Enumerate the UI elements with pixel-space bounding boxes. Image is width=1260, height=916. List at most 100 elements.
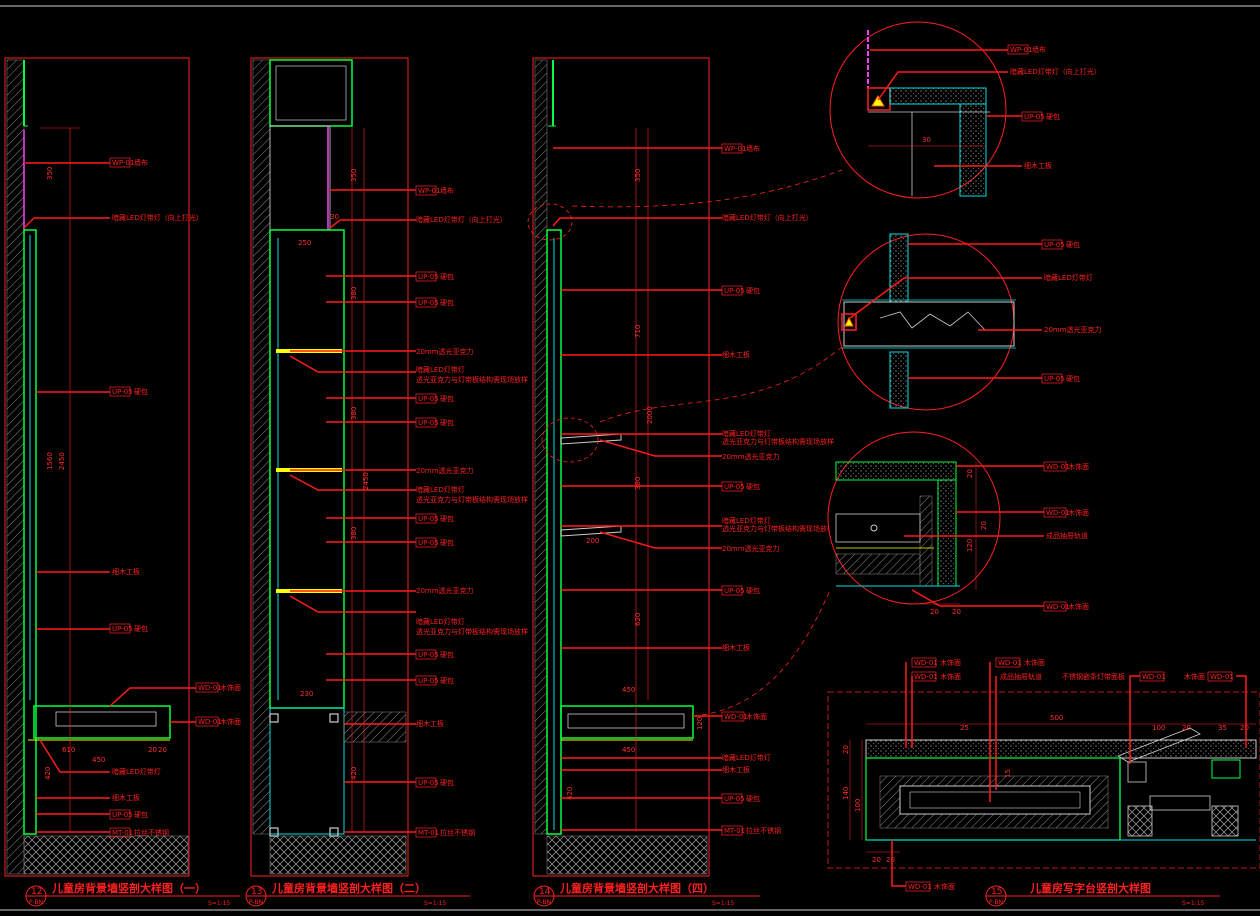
material-tag: WD-01 bbox=[1046, 463, 1070, 471]
callout-label: 木饰面 bbox=[1068, 462, 1089, 471]
panel-13-title: 13 P-BN 儿童房背景墙竖剖大样图（二） S=1:15 bbox=[245, 881, 470, 907]
callout-label: 木饰面 bbox=[220, 717, 241, 726]
callout-label: 墙布 bbox=[440, 186, 454, 195]
material-tag: UP-05 bbox=[724, 587, 745, 595]
material-tag: UP-05 bbox=[418, 419, 439, 427]
callout-label: 细木工板 bbox=[722, 350, 750, 359]
material-tag: MT-01 bbox=[418, 829, 439, 837]
panel-12-title: 12 P-BN 儿童房背景墙竖剖大样图（一） S=1:15 bbox=[25, 881, 240, 907]
dim: 20 bbox=[1240, 724, 1249, 732]
material-tag: WD-01 bbox=[1046, 603, 1070, 611]
dim: 230 bbox=[300, 690, 313, 698]
callout-label: 硬包 bbox=[440, 272, 454, 281]
callout-label: 硬包 bbox=[746, 482, 760, 491]
material-tag: UP-05 bbox=[418, 515, 439, 523]
material-tag: UP-05 bbox=[112, 388, 133, 396]
callout-label: 成品抽屉轨道 bbox=[1046, 531, 1088, 540]
dim: 20 bbox=[872, 856, 881, 864]
panel-12-dims: 350 1560 2450 610 450 20 20 420 bbox=[44, 167, 167, 780]
dim: 30 bbox=[330, 213, 339, 221]
dim: 380 bbox=[350, 527, 358, 540]
detail-number: 15 bbox=[991, 887, 1002, 897]
sheet-ref: P-BN bbox=[989, 899, 1003, 906]
detail-3: 20 20 120 20 20 bbox=[827, 431, 1001, 616]
panel-12-callouts bbox=[23, 162, 196, 833]
dim: 380 bbox=[350, 287, 358, 300]
callout-label: 木饰面 bbox=[220, 683, 241, 692]
callout-label: 墙布 bbox=[1032, 45, 1046, 54]
drawing-title: 儿童房背景墙竖剖大样图（一） bbox=[51, 881, 206, 895]
dim: 20 bbox=[966, 469, 974, 478]
callout-label: 透光亚克力与灯带板结构需现场放样 bbox=[416, 495, 528, 504]
callout-label: 细木工板 bbox=[1024, 161, 1052, 170]
dim: 350 bbox=[350, 169, 358, 182]
callout-label: 20mm透光亚克力 bbox=[416, 347, 474, 356]
material-tag: WD-01 bbox=[198, 684, 222, 692]
material-tag: MT-01 bbox=[112, 829, 133, 837]
detail-1-callouts bbox=[870, 49, 1022, 167]
material-tag: MT-01 bbox=[724, 827, 745, 835]
callout-label: 墙布 bbox=[134, 158, 148, 167]
callout-label: 木饰面 bbox=[746, 712, 767, 721]
material-tag: WP-01 bbox=[418, 187, 440, 195]
material-tag: WP-01 bbox=[1010, 46, 1032, 54]
dim: 20 bbox=[952, 608, 961, 616]
material-tag: WD-01 bbox=[198, 718, 222, 726]
dim: 20 bbox=[930, 608, 939, 616]
material-tag: WD-01 bbox=[914, 673, 938, 681]
callout-label: 不锈钢嵌条灯带面板 bbox=[1062, 672, 1125, 681]
callout-label: 暗藏LED灯带灯（向上打光） bbox=[1010, 67, 1101, 76]
panel-12-labels: WP-01 墙布 暗藏LED灯带灯（向上打光） UP-05 硬包 细木工板 UP… bbox=[109, 157, 241, 838]
dim: 610 bbox=[62, 746, 75, 754]
callout-label: 细木工板 bbox=[112, 567, 140, 576]
detail-1-labels: WP-01 墙布 暗藏LED灯带灯（向上打光） UP-05 硬包 细木工板 bbox=[1007, 44, 1101, 170]
material-tag: UP-05 bbox=[418, 539, 439, 547]
material-tag: WP-01 bbox=[112, 159, 134, 167]
callout-label: 硬包 bbox=[746, 586, 760, 595]
panel-14-labels: WP-01 墙布 暗藏LED灯带灯（向上打光） UP-05 硬包 细木工板 暗藏… bbox=[721, 143, 834, 836]
callout-label: 硬包 bbox=[1066, 374, 1080, 383]
dim: 20 bbox=[980, 521, 988, 530]
detail-number: 14 bbox=[539, 887, 551, 897]
dim: 710 bbox=[634, 325, 642, 338]
dim: 35 bbox=[1218, 724, 1227, 732]
callout-label: 硬包 bbox=[1066, 240, 1080, 249]
dim: 2000 bbox=[646, 406, 654, 424]
detail-number: 12 bbox=[31, 887, 42, 897]
callout-label: 硬包 bbox=[440, 394, 454, 403]
panel-13-callouts bbox=[289, 189, 416, 833]
detail-3-labels: WD-01 木饰面 WD-01 木饰面 成品抽屉轨道 WD-01 木饰面 bbox=[1043, 461, 1089, 612]
callout-label: 硬包 bbox=[746, 286, 760, 295]
callout-label: 硬包 bbox=[134, 624, 148, 633]
dim: 620 bbox=[634, 613, 642, 626]
drawing-title: 儿童房背景墙竖剖大样图（二） bbox=[271, 881, 426, 895]
panel-12-frame bbox=[4, 57, 190, 877]
material-tag: UP-05 bbox=[724, 483, 745, 491]
dim: 380 bbox=[350, 407, 358, 420]
callout-label: 暗藏LED灯带灯（向上打光） bbox=[722, 213, 813, 222]
panel-13-frame bbox=[250, 57, 409, 877]
detail-1: 30 bbox=[829, 21, 1007, 199]
drawing-title: 儿童房写字台竖剖大样图 bbox=[1029, 881, 1151, 895]
material-tag: WD-01 bbox=[1142, 673, 1166, 681]
panel-14-frame bbox=[527, 57, 710, 877]
material-tag: UP-05 bbox=[724, 795, 745, 803]
material-tag: UP-05 bbox=[1024, 113, 1045, 121]
callout-label: 透光亚克力与灯带板结构需现场放样 bbox=[722, 524, 834, 533]
callout-label: 拉丝不锈钢 bbox=[134, 828, 169, 837]
dim: 380 bbox=[634, 477, 642, 490]
callout-label: 暗藏LED灯带灯 bbox=[722, 753, 771, 762]
dim: 450 bbox=[92, 756, 105, 764]
dim: 2450 bbox=[58, 452, 66, 470]
drawing-scale: S=1:15 bbox=[424, 900, 446, 907]
callout-label: 硬包 bbox=[440, 650, 454, 659]
dim: 25 bbox=[960, 724, 969, 732]
dim: 500 bbox=[1050, 714, 1063, 722]
dim: 140 bbox=[842, 787, 850, 800]
callout-label: 拉丝不锈钢 bbox=[440, 828, 475, 837]
callout-label: 透光亚克力与灯带板结构需现场放样 bbox=[722, 437, 834, 446]
detail-2-labels: UP-05 硬包 暗藏LED灯带灯 20mm透光亚克力 UP-05 硬包 bbox=[1041, 239, 1102, 384]
dim: 120 bbox=[696, 717, 704, 730]
dim: 20 bbox=[148, 746, 157, 754]
